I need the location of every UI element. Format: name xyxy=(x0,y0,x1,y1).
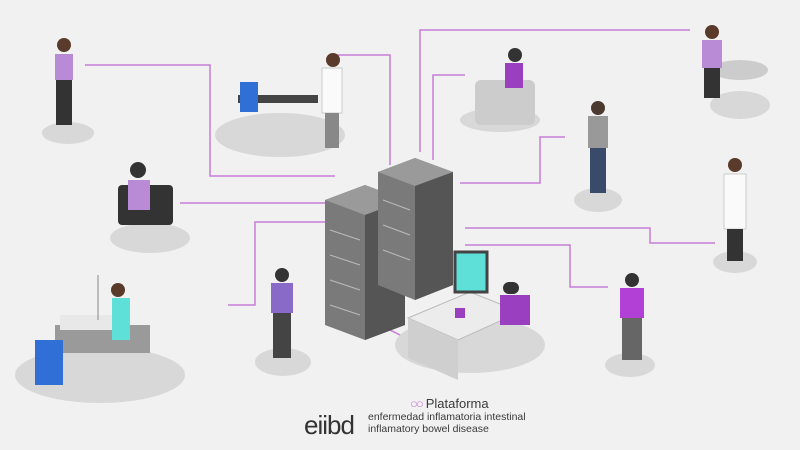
logo-line-english: inflamatory bowel disease xyxy=(368,423,489,435)
person-table-laptop xyxy=(702,25,768,98)
desk-workstation xyxy=(406,250,530,380)
logo-line-spanish: enfermedad inflamatoria intestinal xyxy=(368,411,526,423)
patient-hospital-bed xyxy=(35,275,150,385)
platform-label: Plataforma xyxy=(425,396,489,411)
doctor-standing xyxy=(723,158,747,261)
server-racks xyxy=(325,158,453,340)
logo-circles-icon: ○○ xyxy=(410,396,424,411)
person-armchair xyxy=(118,162,173,225)
person-phone xyxy=(588,101,608,193)
doctor-at-desk xyxy=(238,53,343,148)
people xyxy=(35,25,768,385)
person-sofa-laptop xyxy=(475,48,535,125)
logo-platform: ○○Plataforma xyxy=(410,396,489,411)
person-walking-tablet xyxy=(55,38,73,125)
person-pain xyxy=(620,273,644,360)
connector-lines xyxy=(85,29,715,346)
logo-mark: eiibd xyxy=(304,410,355,440)
person-holding-phone xyxy=(271,268,293,358)
